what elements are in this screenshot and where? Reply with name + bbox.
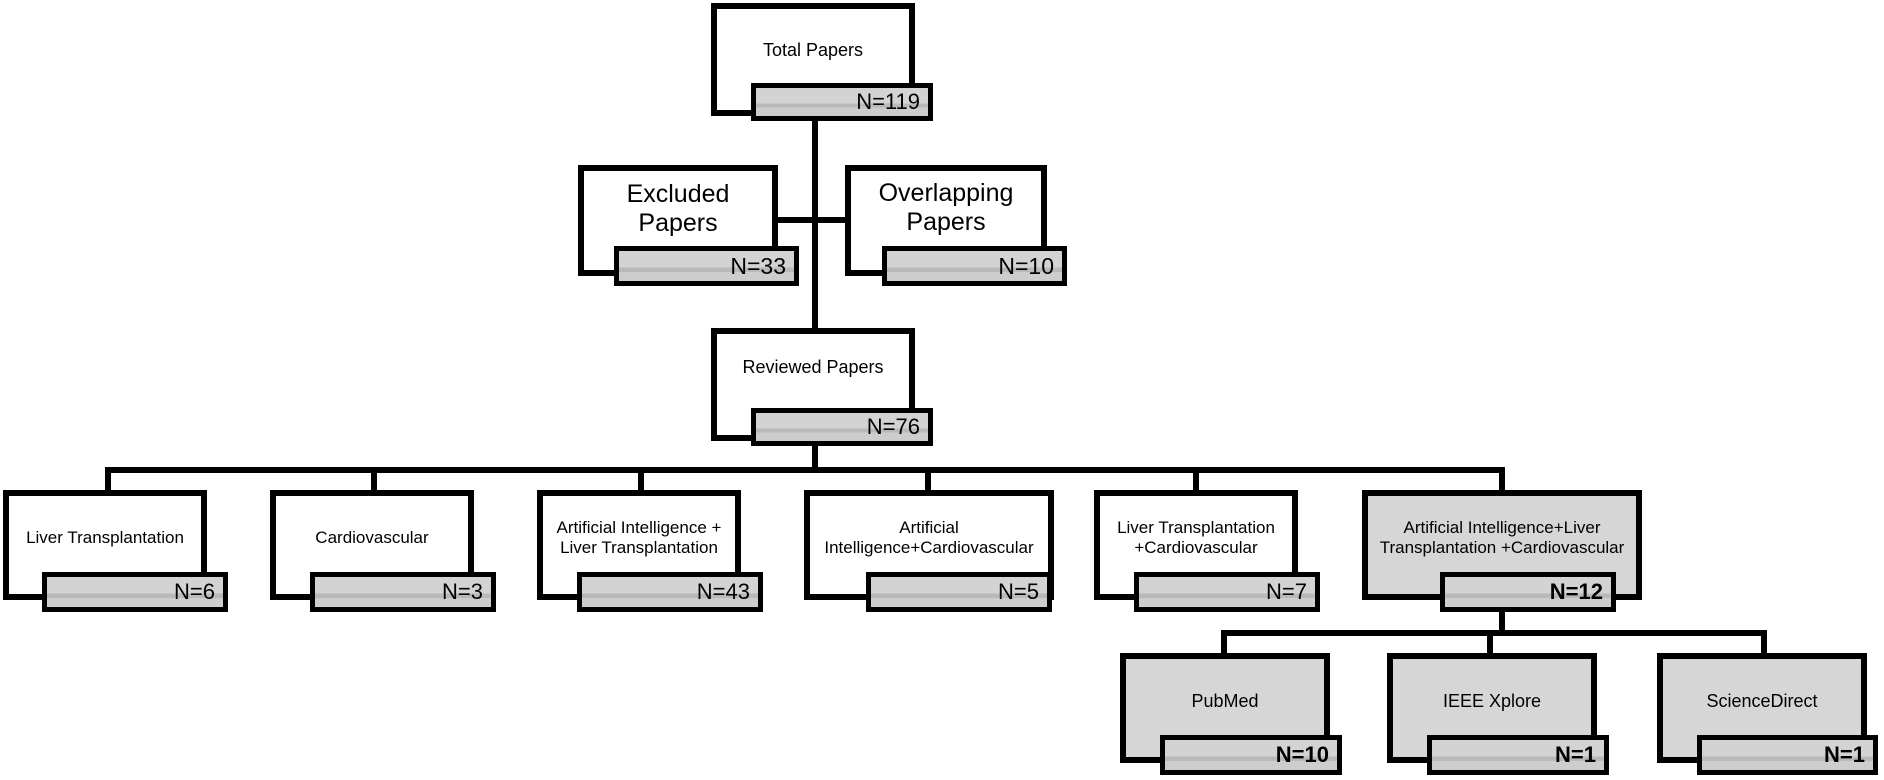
category-count: N=6 [42, 572, 228, 612]
overlapping-papers-label: Overlapping Papers [878, 178, 1014, 236]
category-count: N=3 [310, 572, 496, 612]
source-count: N=1 [1697, 735, 1878, 775]
source-count: N=10 [1160, 735, 1342, 775]
source-label: IEEE Xplore [1442, 690, 1542, 711]
category-box-ai-liver-transplantation: Artificial Intelligence + Liver Transpla… [537, 490, 741, 600]
category-count: N=12 [1440, 572, 1616, 612]
category-label: Liver Transplantation +Cardiovascular [1117, 518, 1275, 557]
category-label: Artificial Intelligence+Liver Transplant… [1379, 518, 1625, 557]
category-label: Artificial Intelligence + Liver Transpla… [556, 518, 722, 557]
category-label: Cardiovascular [315, 528, 429, 547]
category-count: N=43 [577, 572, 763, 612]
total-papers-label: Total Papers [762, 40, 864, 60]
category-count: N=7 [1134, 572, 1320, 612]
category-label: Liver Transplantation [26, 528, 184, 547]
source-count: N=1 [1427, 735, 1609, 775]
excluded-papers-count: N=33 [614, 246, 799, 286]
source-label: PubMed [1191, 690, 1259, 711]
overlapping-papers-count: N=10 [882, 246, 1067, 286]
reviewed-papers-label: Reviewed Papers [742, 357, 884, 377]
total-papers-count: N=119 [751, 83, 933, 121]
reviewed-papers-count: N=76 [751, 408, 933, 446]
category-label: Artificial Intelligence+Cardiovascular [824, 518, 1034, 557]
excluded-papers-label: Excluded Papers [626, 179, 730, 237]
source-label: ScienceDirect [1706, 690, 1818, 711]
category-count: N=5 [866, 572, 1052, 612]
